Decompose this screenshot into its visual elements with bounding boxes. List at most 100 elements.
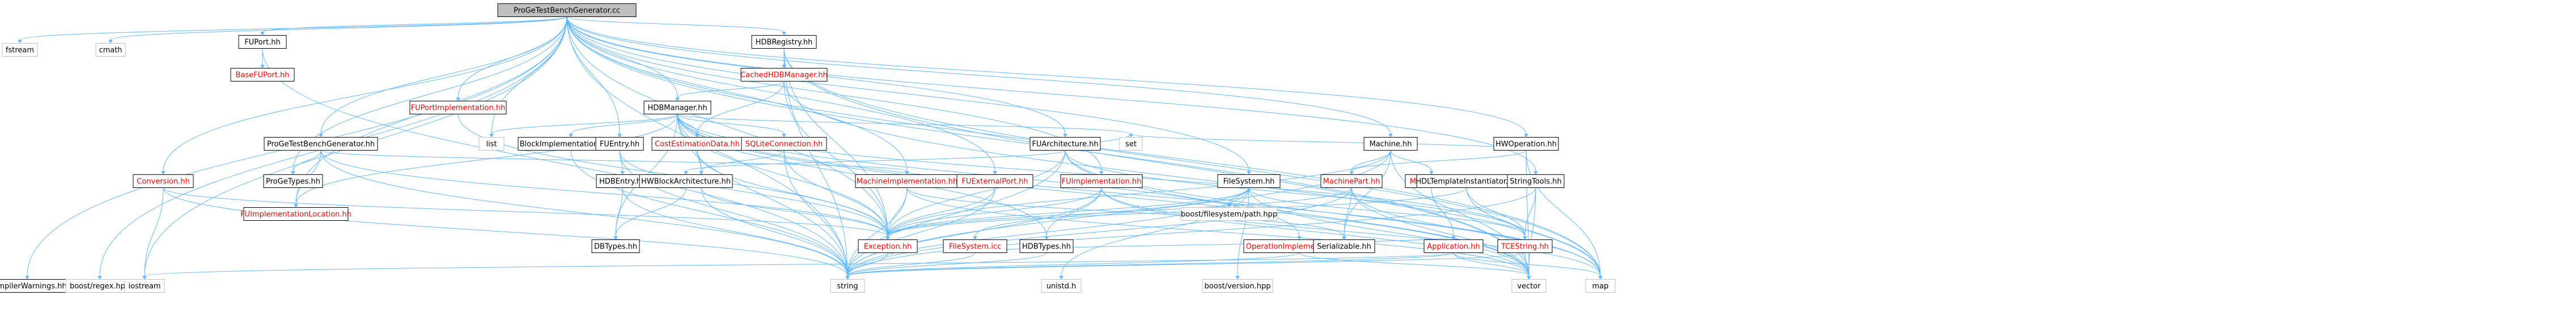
- node-box: [263, 174, 323, 188]
- edge-arrowhead: [260, 32, 265, 36]
- edge-arrowhead: [845, 276, 850, 280]
- edge-Machine-to-Machineicc: [1390, 150, 1432, 172]
- node-box: [595, 137, 644, 151]
- edge-MachinePart-to-vector: [1351, 187, 1530, 276]
- node-label: HWOperation.hh: [1495, 140, 1557, 149]
- edge-HDBManager-to-set: [677, 114, 1132, 134]
- node-HDBManager[interactable]: HDBManager.hh: [643, 101, 711, 114]
- node-fstream: fstream: [2, 43, 38, 57]
- node-box: [858, 239, 918, 253]
- node-HDLTemplateInstantiator[interactable]: HDLTemplateInstantiator.hh: [1416, 174, 1518, 188]
- node-label: set: [1125, 140, 1137, 149]
- edge-ProGeTestBenchGenerator-to-string: [320, 150, 848, 276]
- node-CompilerWarnings[interactable]: CompilerWarnings.hh: [0, 279, 68, 293]
- node-label: FUImplementation.hh: [1062, 178, 1142, 186]
- edge-arrowhead: [1451, 236, 1456, 240]
- node-FUPort[interactable]: FUPort.hh: [238, 35, 287, 49]
- edge-FileSystemicc-to-string: [847, 252, 976, 276]
- node-box: [1511, 279, 1547, 293]
- node-Machine[interactable]: Machine.hh: [1363, 137, 1418, 151]
- edge-HDBRegistry-to-map: [783, 48, 1601, 276]
- node-label: FUPort.hh: [244, 38, 280, 47]
- node-set: set: [1119, 137, 1143, 151]
- node-box: [497, 3, 637, 17]
- edge-arrowhead: [319, 134, 323, 138]
- node-CostEstimationData: CostEstimationData.hh: [651, 137, 743, 151]
- node-FUArchitecture[interactable]: FUArchitecture.hh: [1029, 137, 1101, 151]
- node-box: [1060, 174, 1143, 188]
- node-label: ProGeTestBenchGenerator.cc: [514, 7, 620, 15]
- edge-HDBRegistry-to-vector: [783, 48, 1530, 276]
- edge-arrowhead: [886, 236, 890, 240]
- edge-HDBRegistry-to-Exception: [783, 48, 888, 237]
- edge-MachinePart-to-map: [1351, 187, 1601, 276]
- node-FUExternalPort: FUExternalPort.hh: [956, 174, 1033, 188]
- node-box: [2, 43, 38, 57]
- node-ProGeTestBenchGenerator[interactable]: ProGeTestBenchGenerator.hh: [264, 137, 378, 151]
- node-box: [1585, 279, 1616, 293]
- edge-root-to-HWOperation: [566, 16, 1527, 134]
- edge-arrowhead: [1129, 134, 1133, 138]
- edge-root-to-FileSystem: [566, 16, 1249, 172]
- node-HWOperation[interactable]: HWOperation.hh: [1493, 137, 1559, 151]
- node-label: ProGeTestBenchGenerator.hh: [267, 140, 375, 149]
- edge-arrowhead: [1388, 134, 1393, 138]
- node-label: DBTypes.hh: [594, 243, 637, 251]
- node-box: [943, 239, 1007, 253]
- edge-root-to-cmath: [110, 16, 567, 40]
- node-DBTypes[interactable]: DBTypes.hh: [591, 239, 640, 253]
- edge-FUImplementation-to-vector: [1101, 187, 1530, 276]
- node-label: MachineImplementation.hh: [857, 178, 957, 186]
- node-StringTools[interactable]: StringTools.hh: [1507, 174, 1565, 188]
- edge-HWBlockArchitecture-to-DBTypes: [615, 187, 687, 237]
- edge-HWOperation-to-vector: [1526, 150, 1530, 276]
- node-box: [741, 137, 827, 151]
- node-label: HDBRegistry.hh: [756, 38, 813, 47]
- node-FileSystem[interactable]: FileSystem.hh: [1217, 174, 1281, 188]
- node-label: TCEString.hh: [1501, 243, 1549, 251]
- node-label: list: [486, 140, 497, 149]
- edge-arrowhead: [1524, 134, 1528, 138]
- node-HDBEntry[interactable]: HDBEntry.hh: [596, 174, 649, 188]
- node-Conversion: Conversion.hh: [133, 174, 194, 188]
- node-box: [95, 43, 126, 57]
- edge-arrowhead: [620, 171, 625, 175]
- edge-BlockImplementationFile-to-string: [570, 150, 848, 276]
- node-HDBTypes[interactable]: HDBTypes.hh: [1019, 239, 1074, 253]
- node-TCEString: TCEString.hh: [1497, 239, 1553, 253]
- edge-HDLTemplateInstantiator-to-TCEString: [1466, 187, 1526, 237]
- node-label: FileSystem.hh: [1223, 178, 1275, 186]
- node-string: string: [830, 279, 865, 293]
- node-label: Conversion.hh: [137, 178, 190, 186]
- node-FUEntry[interactable]: FUEntry.hh: [595, 137, 644, 151]
- edge-arrowhead: [25, 276, 29, 280]
- node-HWBlockArchitecture[interactable]: HWBlockArchitecture.hh: [639, 174, 733, 188]
- edge-CachedHDBManager-to-HDBManager: [677, 81, 785, 98]
- node-box: [1493, 137, 1559, 151]
- node-label: FUArchitecture.hh: [1032, 140, 1098, 149]
- edge-DataObject-to-Exception: [701, 187, 888, 237]
- edge-FUImplementation-to-HDBTypes: [1046, 187, 1102, 237]
- node-root[interactable]: ProGeTestBenchGenerator.cc: [497, 3, 637, 17]
- edge-Conversion-to-string: [163, 187, 848, 276]
- node-Application: Application.hh: [1423, 239, 1484, 253]
- edge-Application-to-iostream: [144, 252, 1454, 276]
- node-label: BaseFUPort.hh: [235, 71, 289, 80]
- node-box: [230, 68, 295, 82]
- edge-arrowhead: [617, 134, 622, 138]
- node-Serializable[interactable]: Serializable.hh: [1313, 239, 1375, 253]
- edge-arrowhead: [489, 134, 494, 138]
- node-FUImplementationLocation: FUImplementationLocation.hh: [240, 207, 351, 221]
- node-HDBRegistry[interactable]: HDBRegistry.hh: [751, 35, 817, 49]
- edge-FUArchitecture-to-TCEString: [1065, 150, 1526, 237]
- node-label: boost/version.hpp: [1205, 282, 1271, 291]
- node-ProGeTypes[interactable]: ProGeTypes.hh: [263, 174, 323, 188]
- node-boostversion: boost/version.hpp: [1202, 279, 1273, 293]
- node-CachedHDBManager: CachedHDBManager.hh: [740, 68, 828, 82]
- node-box: [124, 279, 165, 293]
- node-label: ProGeTypes.hh: [266, 178, 320, 186]
- edge-HDBEntry-to-string: [622, 187, 848, 276]
- edge-arrowhead: [291, 171, 295, 175]
